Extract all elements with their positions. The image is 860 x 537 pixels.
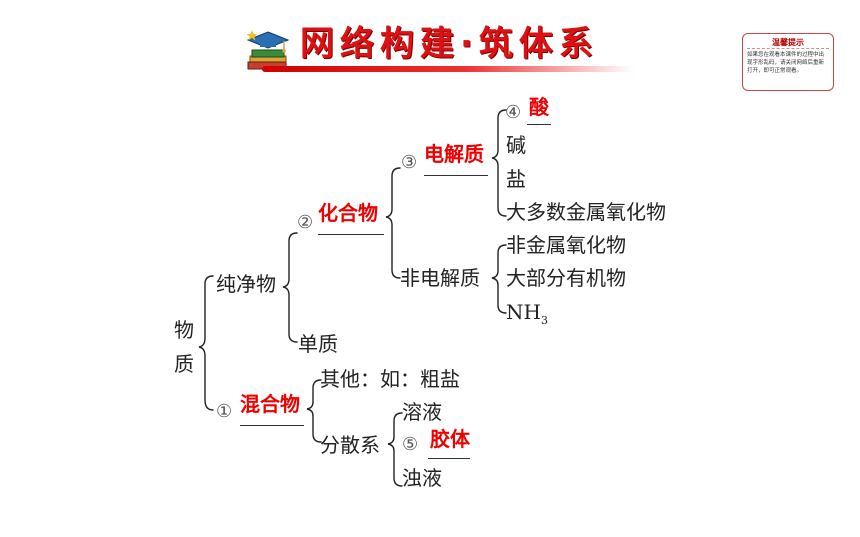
brace-compound [385, 167, 401, 279]
node-nh3: NH3 [506, 300, 548, 333]
node-root-2: 质 [174, 352, 196, 376]
blank-line-1 [240, 425, 304, 426]
answer-compound: 化合物 [318, 201, 378, 225]
node-suspension: 浊液 [402, 466, 442, 490]
blank-line-4 [527, 124, 551, 125]
blank-line-5 [428, 458, 470, 459]
node-pure: 纯净物 [216, 272, 276, 296]
marker-5: ⑤ [402, 434, 419, 455]
nh3-text: NH [506, 300, 541, 324]
answer-acid: 酸 [529, 95, 549, 119]
brace-root [198, 275, 214, 411]
nh3-subscript: 3 [540, 314, 548, 327]
node-metal-oxides: 大多数金属氧化物 [506, 200, 666, 224]
title-underline [262, 66, 634, 72]
node-salt: 盐 [506, 167, 526, 191]
marker-3: ③ [401, 152, 418, 173]
node-base: 碱 [506, 133, 526, 157]
brace-dispersion [387, 412, 403, 487]
marker-1: ① [216, 401, 233, 422]
blank-line-2 [318, 234, 384, 235]
answer-electrolyte: 电解质 [424, 142, 484, 166]
brace-mixture [306, 379, 322, 443]
tip-body: 如果您在观看本课件的过程中出现字形乱码，请关闭网络后重新打开，即可正常观看。 [747, 52, 825, 74]
blank-line-3 [424, 175, 488, 176]
marker-4: ④ [505, 102, 522, 123]
node-element: 单质 [298, 332, 338, 356]
node-organics: 大部分有机物 [506, 266, 626, 290]
page-title: 网络构建·筑体系 [300, 24, 599, 64]
marker-2: ② [297, 212, 314, 233]
node-nonmetal-oxides: 非金属氧化物 [506, 233, 626, 257]
tip-title: 温馨提示 [747, 37, 829, 49]
brace-electrolyte [491, 109, 507, 217]
tip-box: 温馨提示 如果您在观看本课件的过程中出现字形乱码，请关闭网络后重新打开，即可正常… [742, 33, 834, 91]
node-other: 其他：如：粗盐 [320, 367, 460, 391]
book-graduation-cap-icon [246, 30, 290, 70]
node-dispersion: 分散系 [320, 433, 380, 457]
brace-pure [282, 232, 298, 343]
brace-nonelectrolyte [491, 244, 507, 314]
node-solution: 溶液 [402, 400, 442, 424]
answer-mixture: 混合物 [240, 392, 300, 416]
node-root-1: 物 [174, 318, 196, 342]
answer-colloid: 胶体 [430, 427, 470, 451]
header-icon [244, 28, 292, 72]
node-nonelectrolyte: 非电解质 [400, 266, 480, 290]
